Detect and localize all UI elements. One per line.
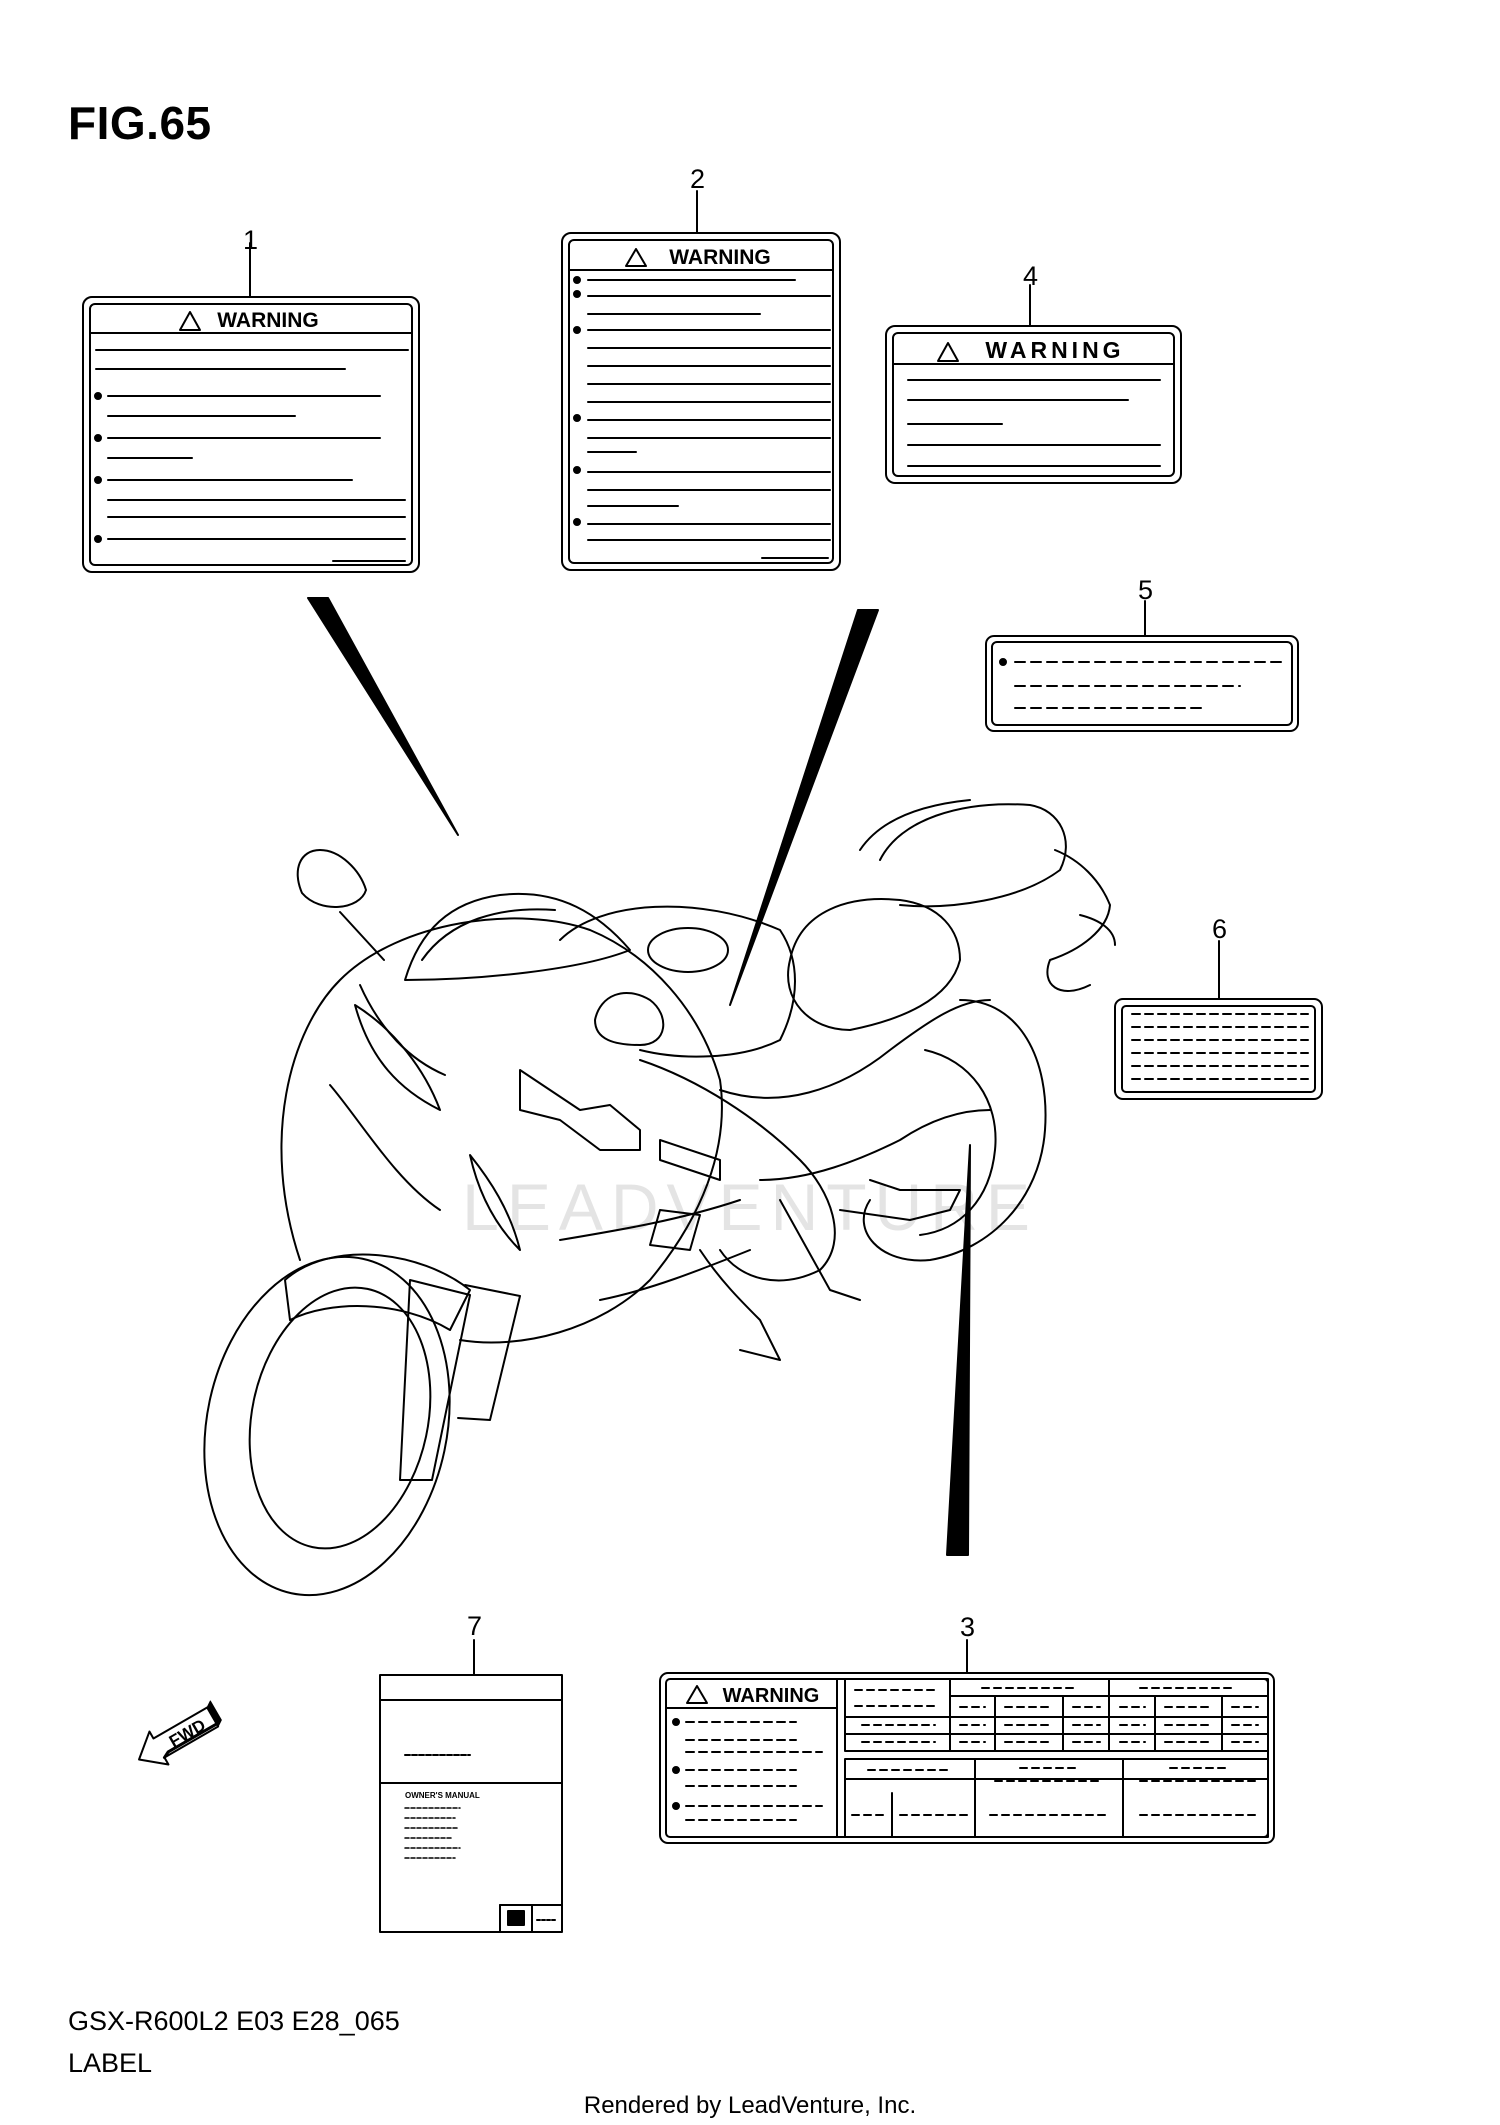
rendered-by-credit: Rendered by LeadVenture, Inc. <box>583 2092 917 2119</box>
warning-triangle-icon <box>625 248 647 267</box>
model-code: GSX-R600L2 E03 E28_065 <box>68 2006 400 2036</box>
label-5 <box>985 635 1299 732</box>
callout-6: 6 <box>1212 914 1228 944</box>
owners-manual: OWNER'S MANUAL <box>379 1674 563 1933</box>
warning-label-3-heading: WARNING <box>723 1685 820 1707</box>
warning-triangle-icon <box>686 1685 708 1704</box>
fwd-arrow-icon: FWD <box>138 1700 222 1766</box>
warning-label-1: WARNING <box>82 296 420 573</box>
warning-label-1-heading: WARNING <box>217 309 319 332</box>
motorcycle-drawing <box>203 799 1116 1597</box>
warning-label-4-heading: WARNING <box>985 337 1124 363</box>
warning-label-4: WARNING <box>885 325 1182 484</box>
label-6 <box>1114 998 1323 1100</box>
warning-label-3: WARNING <box>659 1672 1275 1844</box>
callout-1: 1 <box>243 225 259 255</box>
callout-7: 7 <box>467 1611 483 1641</box>
callout-4: 4 <box>1023 261 1039 291</box>
figure-title: FIG.65 <box>68 97 212 149</box>
warning-triangle-icon <box>179 311 201 331</box>
callout-5: 5 <box>1138 575 1154 605</box>
warning-label-2-heading: WARNING <box>669 246 771 269</box>
callout-3: 3 <box>960 1612 976 1642</box>
callout-2: 2 <box>690 164 706 194</box>
warning-triangle-icon <box>937 342 959 362</box>
warning-label-2: WARNING <box>561 232 841 571</box>
brand-logo-icon <box>507 1910 525 1926</box>
leader-lines <box>249 190 1220 1676</box>
owners-manual-title: OWNER'S MANUAL <box>405 1791 480 1800</box>
section-name: LABEL <box>68 2048 153 2078</box>
